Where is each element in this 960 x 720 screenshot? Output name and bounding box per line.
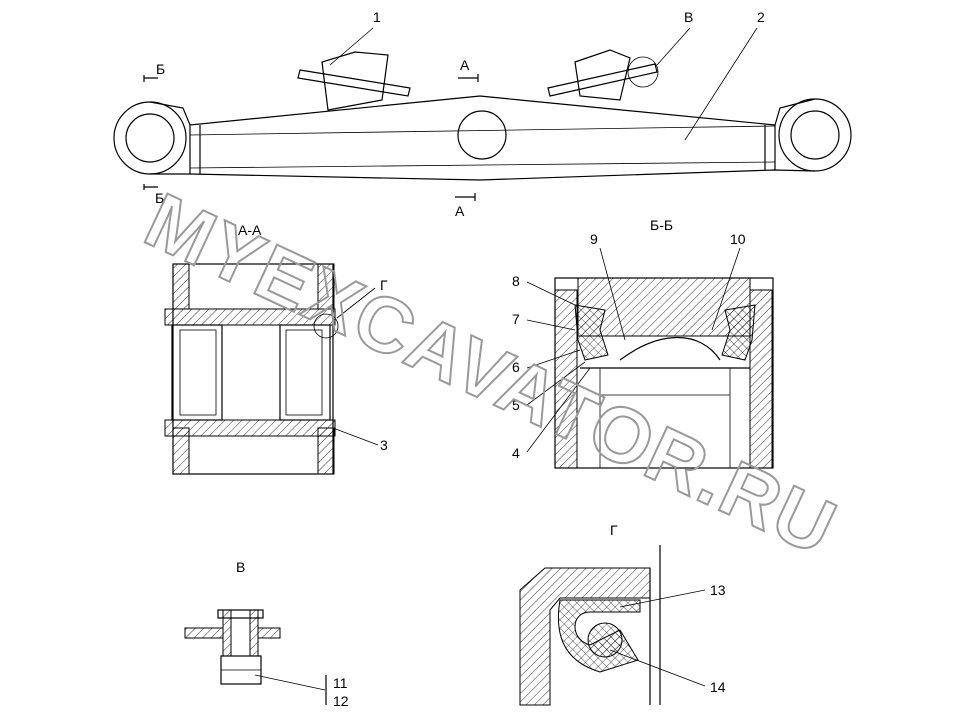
label-section-a-bottom: А [455, 203, 465, 219]
label-section-b-top: Б [156, 61, 165, 77]
label-part-8: 8 [512, 273, 520, 289]
detail-g [519, 545, 706, 706]
label-part-7: 7 [512, 311, 520, 327]
label-part-10: 10 [730, 231, 746, 247]
label-part-1: 1 [373, 9, 381, 25]
label-section-a-top: А [460, 57, 470, 73]
label-part-11: 11 [333, 675, 348, 691]
section-aa-title: А-А [238, 222, 262, 238]
label-part-4: 4 [512, 445, 520, 461]
label-part-5: 5 [512, 397, 520, 413]
section-bb [554, 277, 774, 469]
label-part-2: 2 [757, 9, 765, 25]
label-detail-g: Г [380, 277, 388, 293]
label-part-12: 12 [333, 693, 349, 709]
label-part-13: 13 [710, 582, 726, 598]
label-part-14: 14 [710, 679, 726, 695]
detail-b [184, 609, 327, 705]
label-section-b-bottom: Б [155, 190, 164, 206]
label-detail-b: В [684, 9, 693, 25]
section-aa [164, 263, 379, 475]
detail-b-title: В [236, 559, 245, 575]
section-bb-title: Б-Б [650, 217, 673, 233]
main-beam-view [113, 49, 852, 181]
detail-g-title: Г [610, 522, 618, 538]
label-part-6: 6 [512, 359, 520, 375]
label-part-9: 9 [590, 231, 598, 247]
label-part-3: 3 [380, 437, 388, 453]
